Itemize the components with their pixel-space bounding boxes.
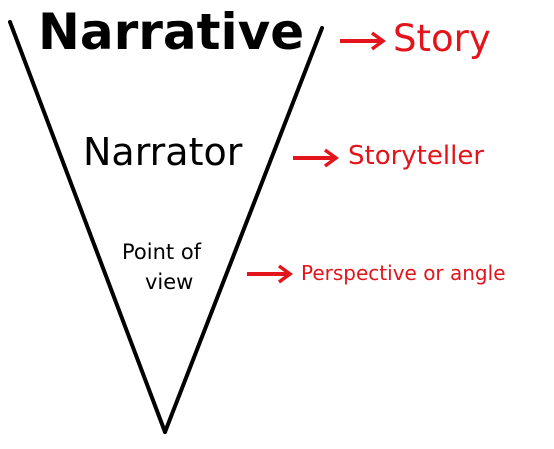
term-point-of-view-line1: Point of <box>122 240 202 264</box>
term-narrative: Narrative <box>38 3 305 61</box>
meaning-story: Story <box>393 17 491 60</box>
term-narrator: Narrator <box>83 130 243 174</box>
right-arrow-icon <box>340 31 386 51</box>
right-arrow-icon <box>247 264 293 284</box>
term-point-of-view-line2: view <box>145 270 194 294</box>
funnel-left-edge <box>8 20 167 434</box>
meaning-storyteller: Storyteller <box>348 141 485 171</box>
funnel-right-edge <box>163 26 324 434</box>
meaning-perspective-or-angle: Perspective or angle <box>301 261 506 285</box>
right-arrow-icon <box>293 148 339 168</box>
